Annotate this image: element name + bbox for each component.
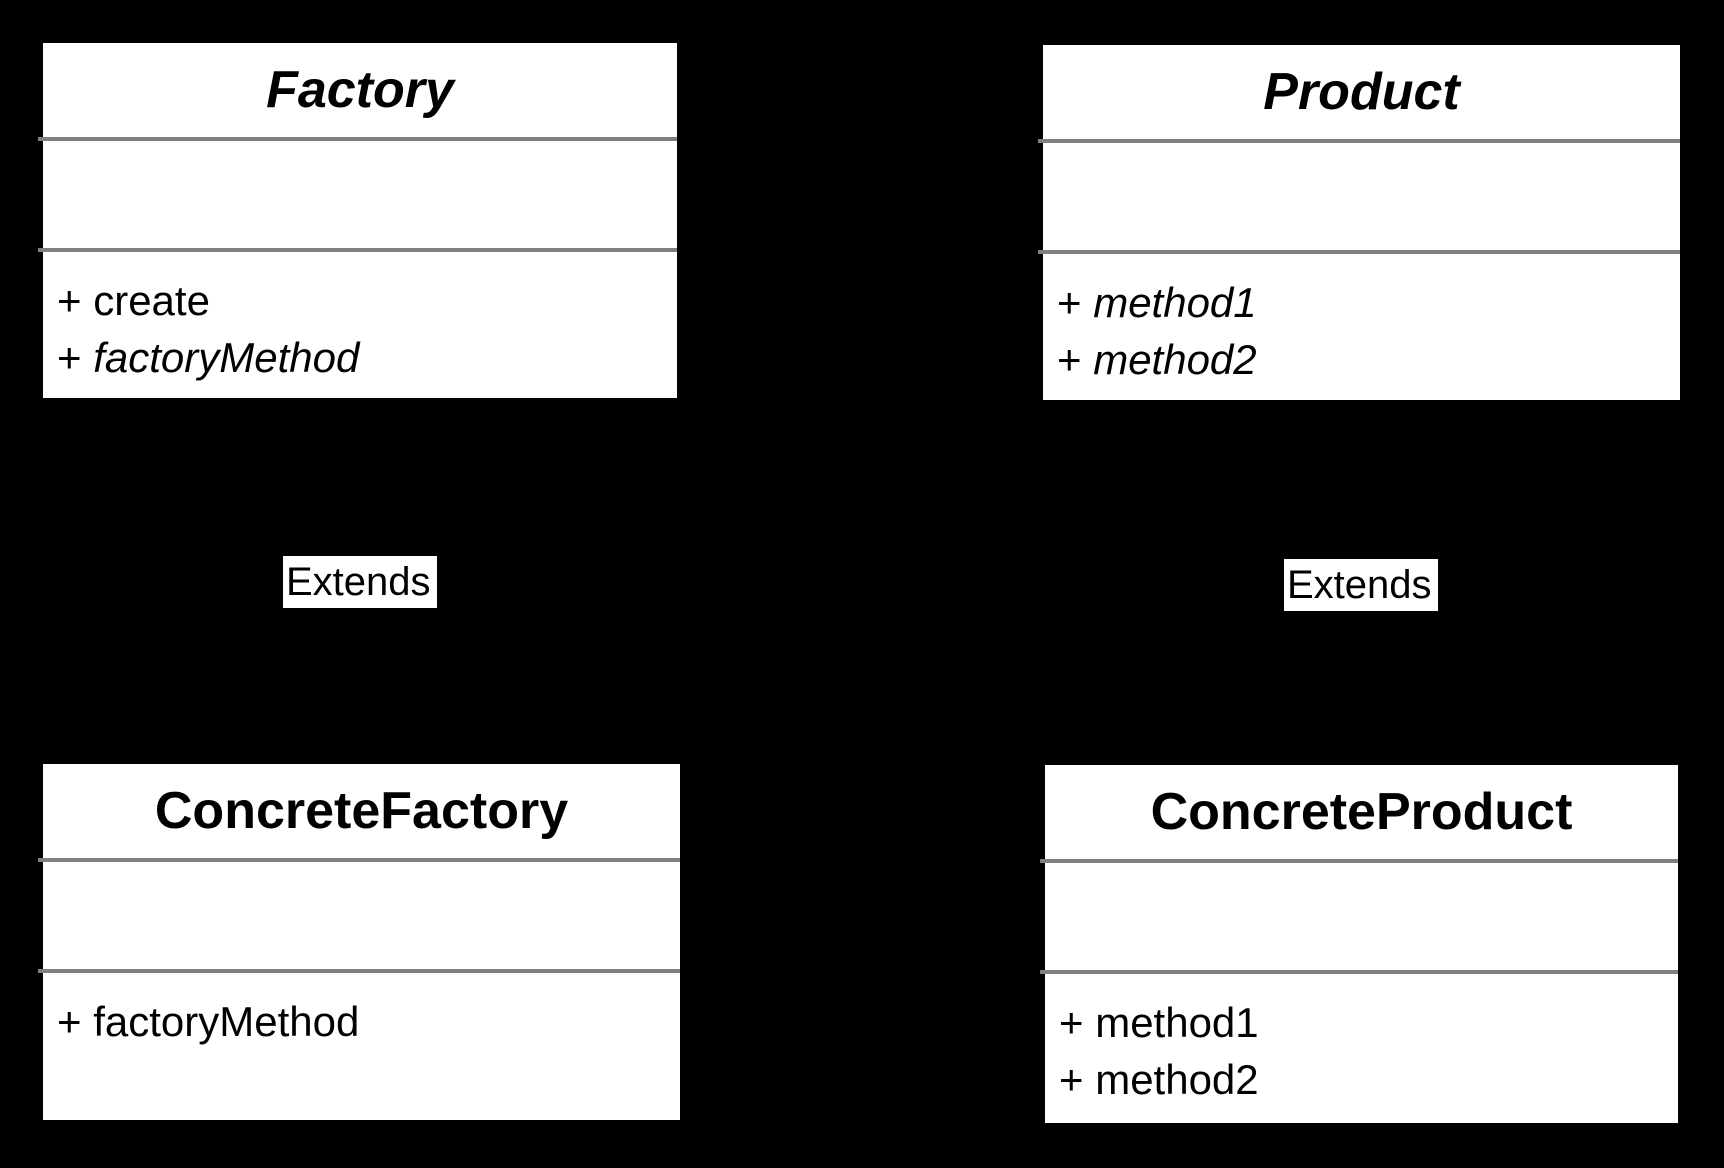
- method-name: factoryMethod: [93, 334, 360, 381]
- section-separator: [1038, 250, 1680, 254]
- method-item: + method2: [1059, 1051, 1678, 1108]
- method-name: method2: [1095, 1056, 1259, 1103]
- section-separator: [38, 969, 680, 973]
- method-name: method2: [1093, 336, 1257, 383]
- method-visibility: +: [1059, 1056, 1084, 1103]
- class-box-product: Product + method1 + method2: [1038, 45, 1680, 400]
- method-name: create: [93, 277, 210, 324]
- method-name: factoryMethod: [93, 998, 360, 1045]
- method-item: + method2: [1057, 331, 1680, 388]
- method-name: method1: [1095, 999, 1259, 1046]
- method-visibility: +: [1059, 999, 1084, 1046]
- class-title-factory: Factory: [266, 61, 454, 119]
- attributes-section-factory: [43, 141, 677, 248]
- methods-section-concrete-factory: + factoryMethod: [43, 973, 680, 1120]
- class-box-factory: Factory + create + factoryMethod: [38, 43, 677, 398]
- method-visibility: +: [57, 277, 82, 324]
- extends-label-left: Extends: [283, 556, 437, 608]
- method-item: + create: [57, 272, 677, 329]
- section-separator: [38, 137, 677, 141]
- section-separator: [38, 858, 680, 862]
- class-box-concrete-product: ConcreteProduct + method1 + method2: [1040, 765, 1678, 1123]
- section-separator: [38, 248, 677, 252]
- section-separator: [1040, 859, 1678, 863]
- method-item: + factoryMethod: [57, 993, 680, 1050]
- attributes-section-concrete-factory: [43, 862, 680, 969]
- method-visibility: +: [1057, 279, 1082, 326]
- methods-section-concrete-product: + method1 + method2: [1045, 974, 1678, 1123]
- class-box-concrete-factory: ConcreteFactory + factoryMethod: [38, 764, 680, 1120]
- methods-section-product: + method1 + method2: [1043, 254, 1680, 400]
- class-title-concrete-factory: ConcreteFactory: [154, 782, 569, 840]
- method-item: + factoryMethod: [57, 329, 677, 386]
- section-separator: [1038, 139, 1680, 143]
- method-visibility: +: [57, 998, 82, 1045]
- method-visibility: +: [57, 334, 82, 381]
- class-title-product: Product: [1263, 63, 1460, 121]
- methods-section-factory: + create + factoryMethod: [43, 252, 677, 398]
- method-visibility: +: [1057, 336, 1082, 383]
- method-item: + method1: [1057, 274, 1680, 331]
- section-separator: [1040, 970, 1678, 974]
- class-title-concrete-product: ConcreteProduct: [1150, 783, 1573, 841]
- method-name: method1: [1093, 279, 1257, 326]
- attributes-section-concrete-product: [1045, 863, 1678, 970]
- attributes-section-product: [1043, 143, 1680, 250]
- extends-label-right: Extends: [1284, 559, 1438, 611]
- method-item: + method1: [1059, 994, 1678, 1051]
